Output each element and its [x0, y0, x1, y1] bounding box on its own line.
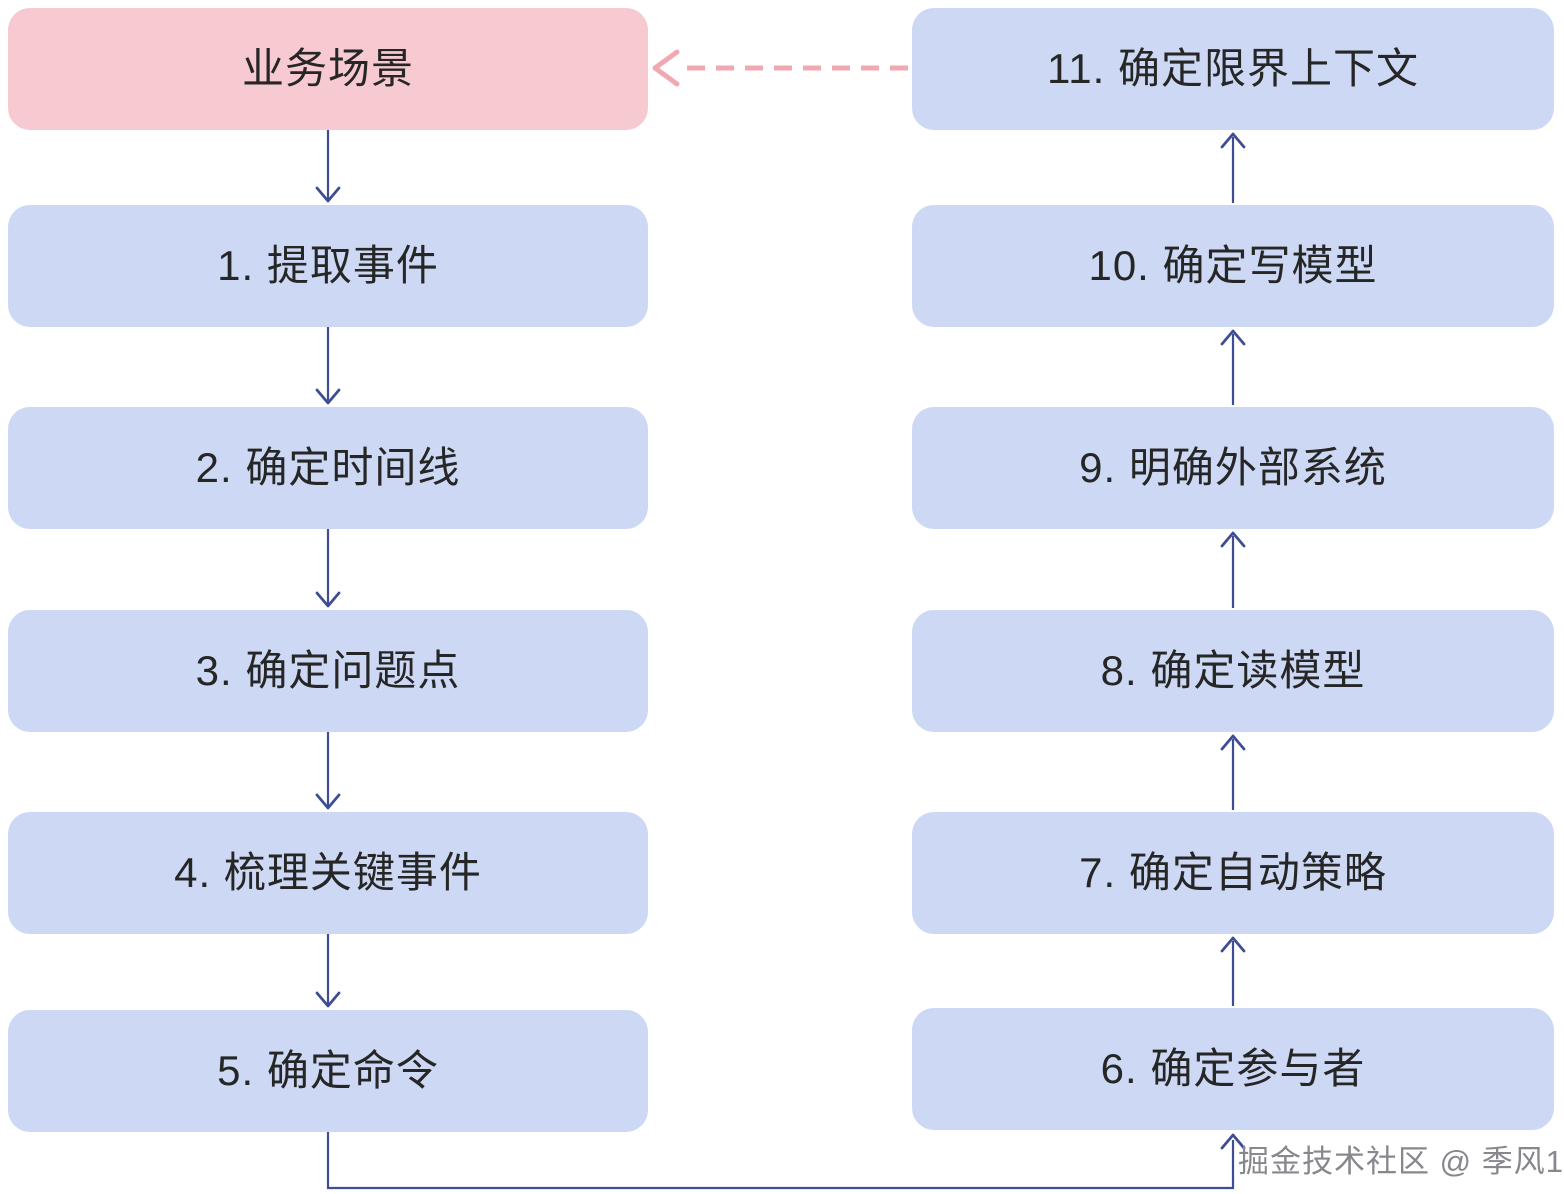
arrow-step10-to-step11: [1220, 132, 1246, 203]
node-step-6: 6. 确定参与者: [912, 1008, 1554, 1130]
arrowhead-up-icon: [1220, 531, 1246, 548]
node-step-4: 4. 梳理关键事件: [8, 812, 648, 934]
node-label: 3. 确定问题点: [195, 646, 461, 694]
node-label: 8. 确定读模型: [1100, 646, 1366, 694]
feedback-arrow-step11-to-start: [652, 49, 908, 87]
arrow-step3-to-step4: [315, 732, 341, 810]
arrowhead-up-icon: [1220, 329, 1246, 346]
arrow-step4-to-step5: [315, 934, 341, 1008]
node-step-8: 8. 确定读模型: [912, 610, 1554, 732]
node-step-3: 3. 确定问题点: [8, 610, 648, 732]
node-label: 6. 确定参与者: [1100, 1044, 1366, 1092]
node-label: 业务场景: [241, 44, 414, 92]
arrow-step9-to-step10: [1220, 329, 1246, 405]
arrowhead-left-icon: [652, 49, 680, 87]
arrowhead-down-icon: [315, 991, 341, 1008]
arrow-step7-to-step8: [1220, 734, 1246, 810]
connector-elbow: [326, 1132, 1235, 1190]
node-start-business-scenario: 业务场景: [8, 8, 648, 130]
node-step-11: 11. 确定限界上下文: [912, 8, 1554, 130]
node-step-7: 7. 确定自动策略: [912, 812, 1554, 934]
arrowhead-up-icon: [1220, 734, 1246, 751]
arrowhead-down-icon: [315, 793, 341, 810]
node-label: 11. 确定限界上下文: [1047, 44, 1419, 92]
node-label: 4. 梳理关键事件: [174, 848, 482, 896]
arrow-step2-to-step3: [315, 529, 341, 608]
watermark: 掘金技术社区 @ 季风1132: [1238, 1144, 1564, 1179]
node-label: 10. 确定写模型: [1088, 241, 1378, 289]
node-step-9: 9. 明确外部系统: [912, 407, 1554, 529]
arrowhead-down-icon: [315, 186, 341, 203]
arrow-step1-to-step2: [315, 327, 341, 405]
connector-step5-to-step6: [326, 1132, 1246, 1190]
node-label: 5. 确定命令: [217, 1046, 439, 1094]
arrow-step6-to-step7: [1220, 936, 1246, 1006]
node-step-5: 5. 确定命令: [8, 1010, 648, 1132]
node-label: 1. 提取事件: [217, 241, 439, 289]
node-label: 2. 确定时间线: [195, 443, 461, 491]
node-step-2: 2. 确定时间线: [8, 407, 648, 529]
arrowhead-down-icon: [315, 388, 341, 405]
arrow-start-to-step1: [315, 130, 341, 203]
arrowhead-up-icon: [1220, 936, 1246, 953]
node-label: 7. 确定自动策略: [1079, 848, 1387, 896]
arrowhead-up-icon: [1220, 132, 1246, 149]
node-label: 9. 明确外部系统: [1079, 443, 1387, 491]
node-step-1: 1. 提取事件: [8, 205, 648, 327]
arrow-step8-to-step9: [1220, 531, 1246, 608]
arrowhead-down-icon: [315, 591, 341, 608]
node-step-10: 10. 确定写模型: [912, 205, 1554, 327]
